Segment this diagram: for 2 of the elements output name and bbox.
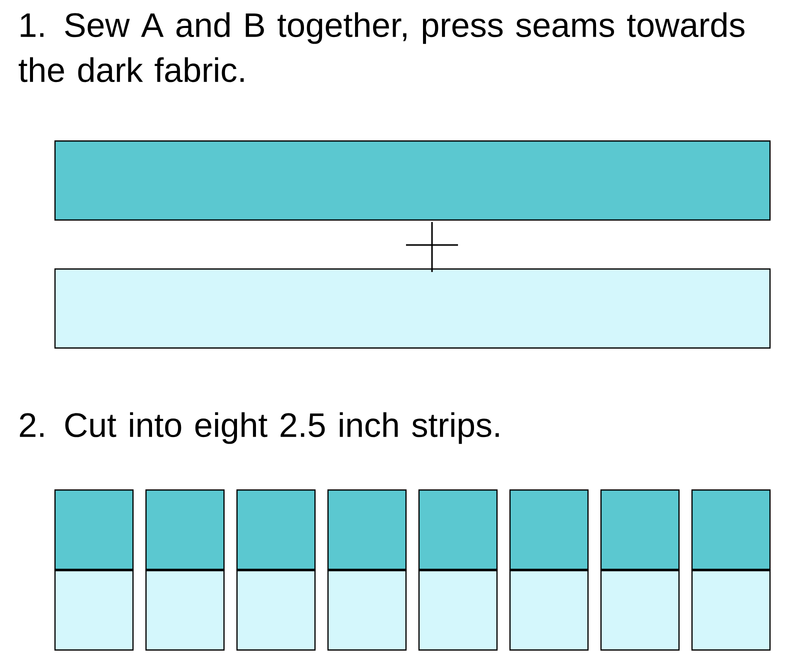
instruction-text: 1. Sew A and B together, press seams towards the dark fabric. bbox=[18, 12, 744, 82]
instruction-text: 2. Cut into eight 2.5 inch strips. bbox=[20, 412, 499, 444]
